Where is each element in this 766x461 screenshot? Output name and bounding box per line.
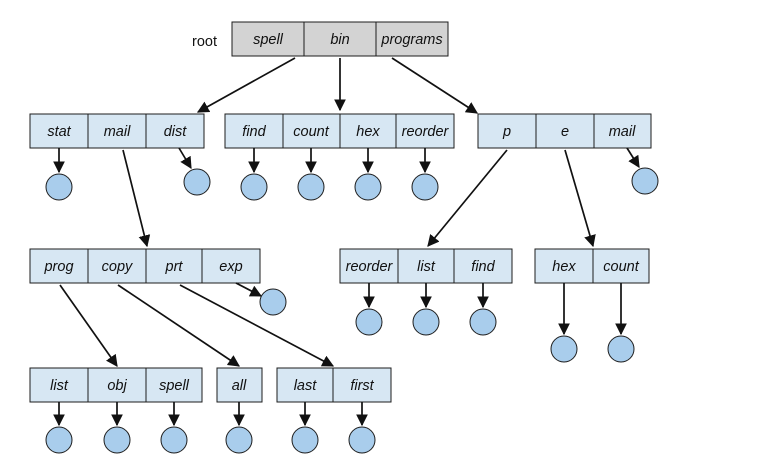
cell-exp[interactable] bbox=[201, 248, 261, 284]
entry-e-count: count bbox=[603, 259, 639, 275]
entry-spell: spell bbox=[253, 32, 284, 48]
entry-p-reorder: reorder bbox=[346, 259, 394, 275]
file-nodes bbox=[45, 147, 659, 454]
cell-e[interactable] bbox=[535, 113, 595, 149]
cell-reorder[interactable] bbox=[395, 113, 455, 149]
entry-last: last bbox=[294, 378, 318, 394]
entry-all: all bbox=[232, 378, 247, 394]
cell-root-programs[interactable] bbox=[375, 21, 449, 57]
entry-exp: exp bbox=[219, 259, 242, 275]
entry-programs: programs bbox=[380, 32, 442, 48]
root-label: root bbox=[192, 34, 217, 50]
cell-p-find[interactable] bbox=[453, 248, 513, 284]
cell-root-bin[interactable] bbox=[303, 21, 377, 57]
edges bbox=[59, 57, 596, 367]
cell-first[interactable] bbox=[332, 367, 392, 403]
edge-file-exp bbox=[235, 282, 263, 297]
entry-p: p bbox=[502, 124, 511, 140]
file-node-dist[interactable] bbox=[183, 168, 211, 196]
cell-list[interactable] bbox=[29, 367, 89, 403]
entry-prog: prog bbox=[43, 259, 73, 275]
entry-stat: stat bbox=[47, 124, 71, 140]
cell-p-reorder[interactable] bbox=[339, 248, 399, 284]
edge-spell bbox=[196, 57, 296, 113]
cell-count[interactable] bbox=[282, 113, 341, 149]
cell-mail[interactable] bbox=[87, 113, 147, 149]
directory-e: hex count bbox=[534, 248, 650, 284]
file-node-p-reorder[interactable] bbox=[355, 308, 383, 336]
cell-dist[interactable] bbox=[145, 113, 205, 149]
cell-p-list[interactable] bbox=[397, 248, 455, 284]
edge-programs bbox=[391, 57, 478, 114]
file-node-first[interactable] bbox=[348, 426, 376, 454]
entry-obj: obj bbox=[107, 378, 127, 394]
cell-last[interactable] bbox=[276, 367, 334, 403]
file-node-obj[interactable] bbox=[103, 426, 131, 454]
edge-e bbox=[564, 149, 596, 248]
file-node-last[interactable] bbox=[291, 426, 319, 454]
file-node-reorder[interactable] bbox=[411, 173, 439, 201]
edge-prog bbox=[59, 284, 118, 367]
file-node-list[interactable] bbox=[45, 426, 73, 454]
edge-mail bbox=[122, 149, 151, 248]
edge-file-programs-mail bbox=[626, 147, 640, 169]
file-node-count[interactable] bbox=[297, 173, 325, 201]
entry-e-hex: hex bbox=[552, 259, 576, 275]
entry-programs-mail: mail bbox=[609, 124, 636, 140]
file-node-p-list[interactable] bbox=[412, 308, 440, 336]
file-node-p-find[interactable] bbox=[469, 308, 497, 336]
entry-p-find: find bbox=[471, 259, 495, 275]
entry-reorder: reorder bbox=[402, 124, 450, 140]
entry-bottom-spell: spell bbox=[159, 378, 190, 394]
edge-prt bbox=[179, 284, 335, 367]
entry-copy: copy bbox=[102, 259, 133, 275]
cell-prog[interactable] bbox=[29, 248, 89, 284]
directory-programs: p e mail bbox=[477, 113, 652, 149]
cell-prt[interactable] bbox=[145, 248, 203, 284]
file-node-all[interactable] bbox=[225, 426, 253, 454]
edge-p bbox=[427, 149, 508, 247]
directory-list-obj-spell: list obj spell bbox=[29, 367, 203, 403]
directory-root: spell bin programs bbox=[231, 21, 449, 57]
entry-p-list: list bbox=[417, 259, 436, 275]
entry-hex: hex bbox=[356, 124, 380, 140]
file-node-bottom-spell[interactable] bbox=[160, 426, 188, 454]
entry-bin: bin bbox=[330, 32, 349, 48]
directory-spell: stat mail dist bbox=[29, 113, 205, 149]
entry-e: e bbox=[561, 124, 569, 140]
file-node-e-count[interactable] bbox=[607, 335, 635, 363]
file-node-find[interactable] bbox=[240, 173, 268, 201]
directory-bin: find count hex reorder bbox=[224, 113, 455, 149]
entry-count: count bbox=[293, 124, 329, 140]
directory-all: all bbox=[216, 367, 263, 403]
directory-last-first: last first bbox=[276, 367, 392, 403]
file-node-stat[interactable] bbox=[45, 173, 73, 201]
entry-mail: mail bbox=[104, 124, 131, 140]
file-node-e-hex[interactable] bbox=[550, 335, 578, 363]
entry-first: first bbox=[350, 378, 374, 394]
entry-find: find bbox=[242, 124, 266, 140]
entry-dist: dist bbox=[164, 124, 188, 140]
cell-root-spell[interactable] bbox=[231, 21, 305, 57]
edge-copy bbox=[117, 284, 240, 367]
cell-e-hex[interactable] bbox=[534, 248, 594, 284]
cell-all[interactable] bbox=[216, 367, 263, 403]
file-node-hex[interactable] bbox=[354, 173, 382, 201]
directory-mail: prog copy prt exp bbox=[29, 248, 261, 284]
entry-prt: prt bbox=[165, 259, 184, 275]
cell-e-count[interactable] bbox=[592, 248, 650, 284]
directory-p: reorder list find bbox=[339, 248, 513, 284]
file-node-exp[interactable] bbox=[259, 288, 287, 316]
file-node-programs-mail[interactable] bbox=[631, 167, 659, 195]
cell-programs-mail[interactable] bbox=[593, 113, 652, 149]
edge-file-dist bbox=[178, 147, 192, 170]
entry-list: list bbox=[50, 378, 69, 394]
